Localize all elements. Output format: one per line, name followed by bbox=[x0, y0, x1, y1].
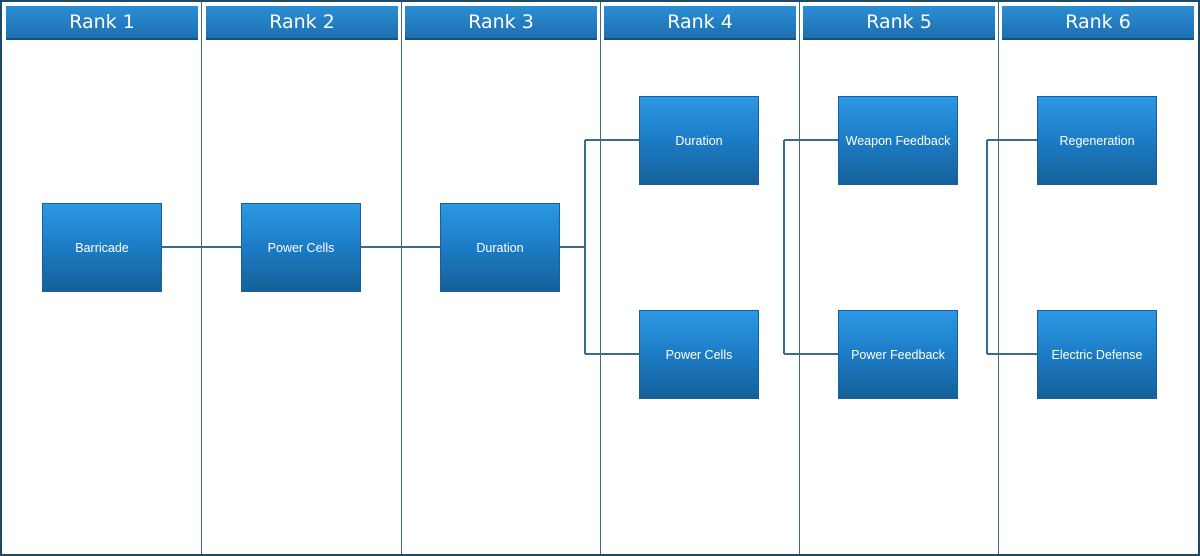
column-divider bbox=[201, 2, 202, 554]
node-rank5-power-feedback[interactable]: Power Feedback bbox=[838, 310, 958, 399]
node-rank6-regeneration[interactable]: Regeneration bbox=[1037, 96, 1157, 185]
node-rank1-barricade[interactable]: Barricade bbox=[42, 203, 162, 292]
rank-4-header: Rank 4 bbox=[604, 6, 796, 40]
node-rank2-power-cells[interactable]: Power Cells bbox=[241, 203, 361, 292]
rank-6-header: Rank 6 bbox=[1002, 6, 1194, 40]
node-rank4-power-cells[interactable]: Power Cells bbox=[639, 310, 759, 399]
node-rank4-duration[interactable]: Duration bbox=[639, 96, 759, 185]
rank-5-header: Rank 5 bbox=[803, 6, 995, 40]
node-rank6-electric-defense[interactable]: Electric Defense bbox=[1037, 310, 1157, 399]
column-divider bbox=[998, 2, 999, 554]
rank-3-header: Rank 3 bbox=[405, 6, 597, 40]
node-rank5-weapon-feedback[interactable]: Weapon Feedback bbox=[838, 96, 958, 185]
column-divider bbox=[401, 2, 402, 554]
column-divider bbox=[799, 2, 800, 554]
node-rank3-duration[interactable]: Duration bbox=[440, 203, 560, 292]
rank-2-header: Rank 2 bbox=[206, 6, 398, 40]
rank-1-header: Rank 1 bbox=[6, 6, 198, 40]
column-divider bbox=[600, 2, 601, 554]
